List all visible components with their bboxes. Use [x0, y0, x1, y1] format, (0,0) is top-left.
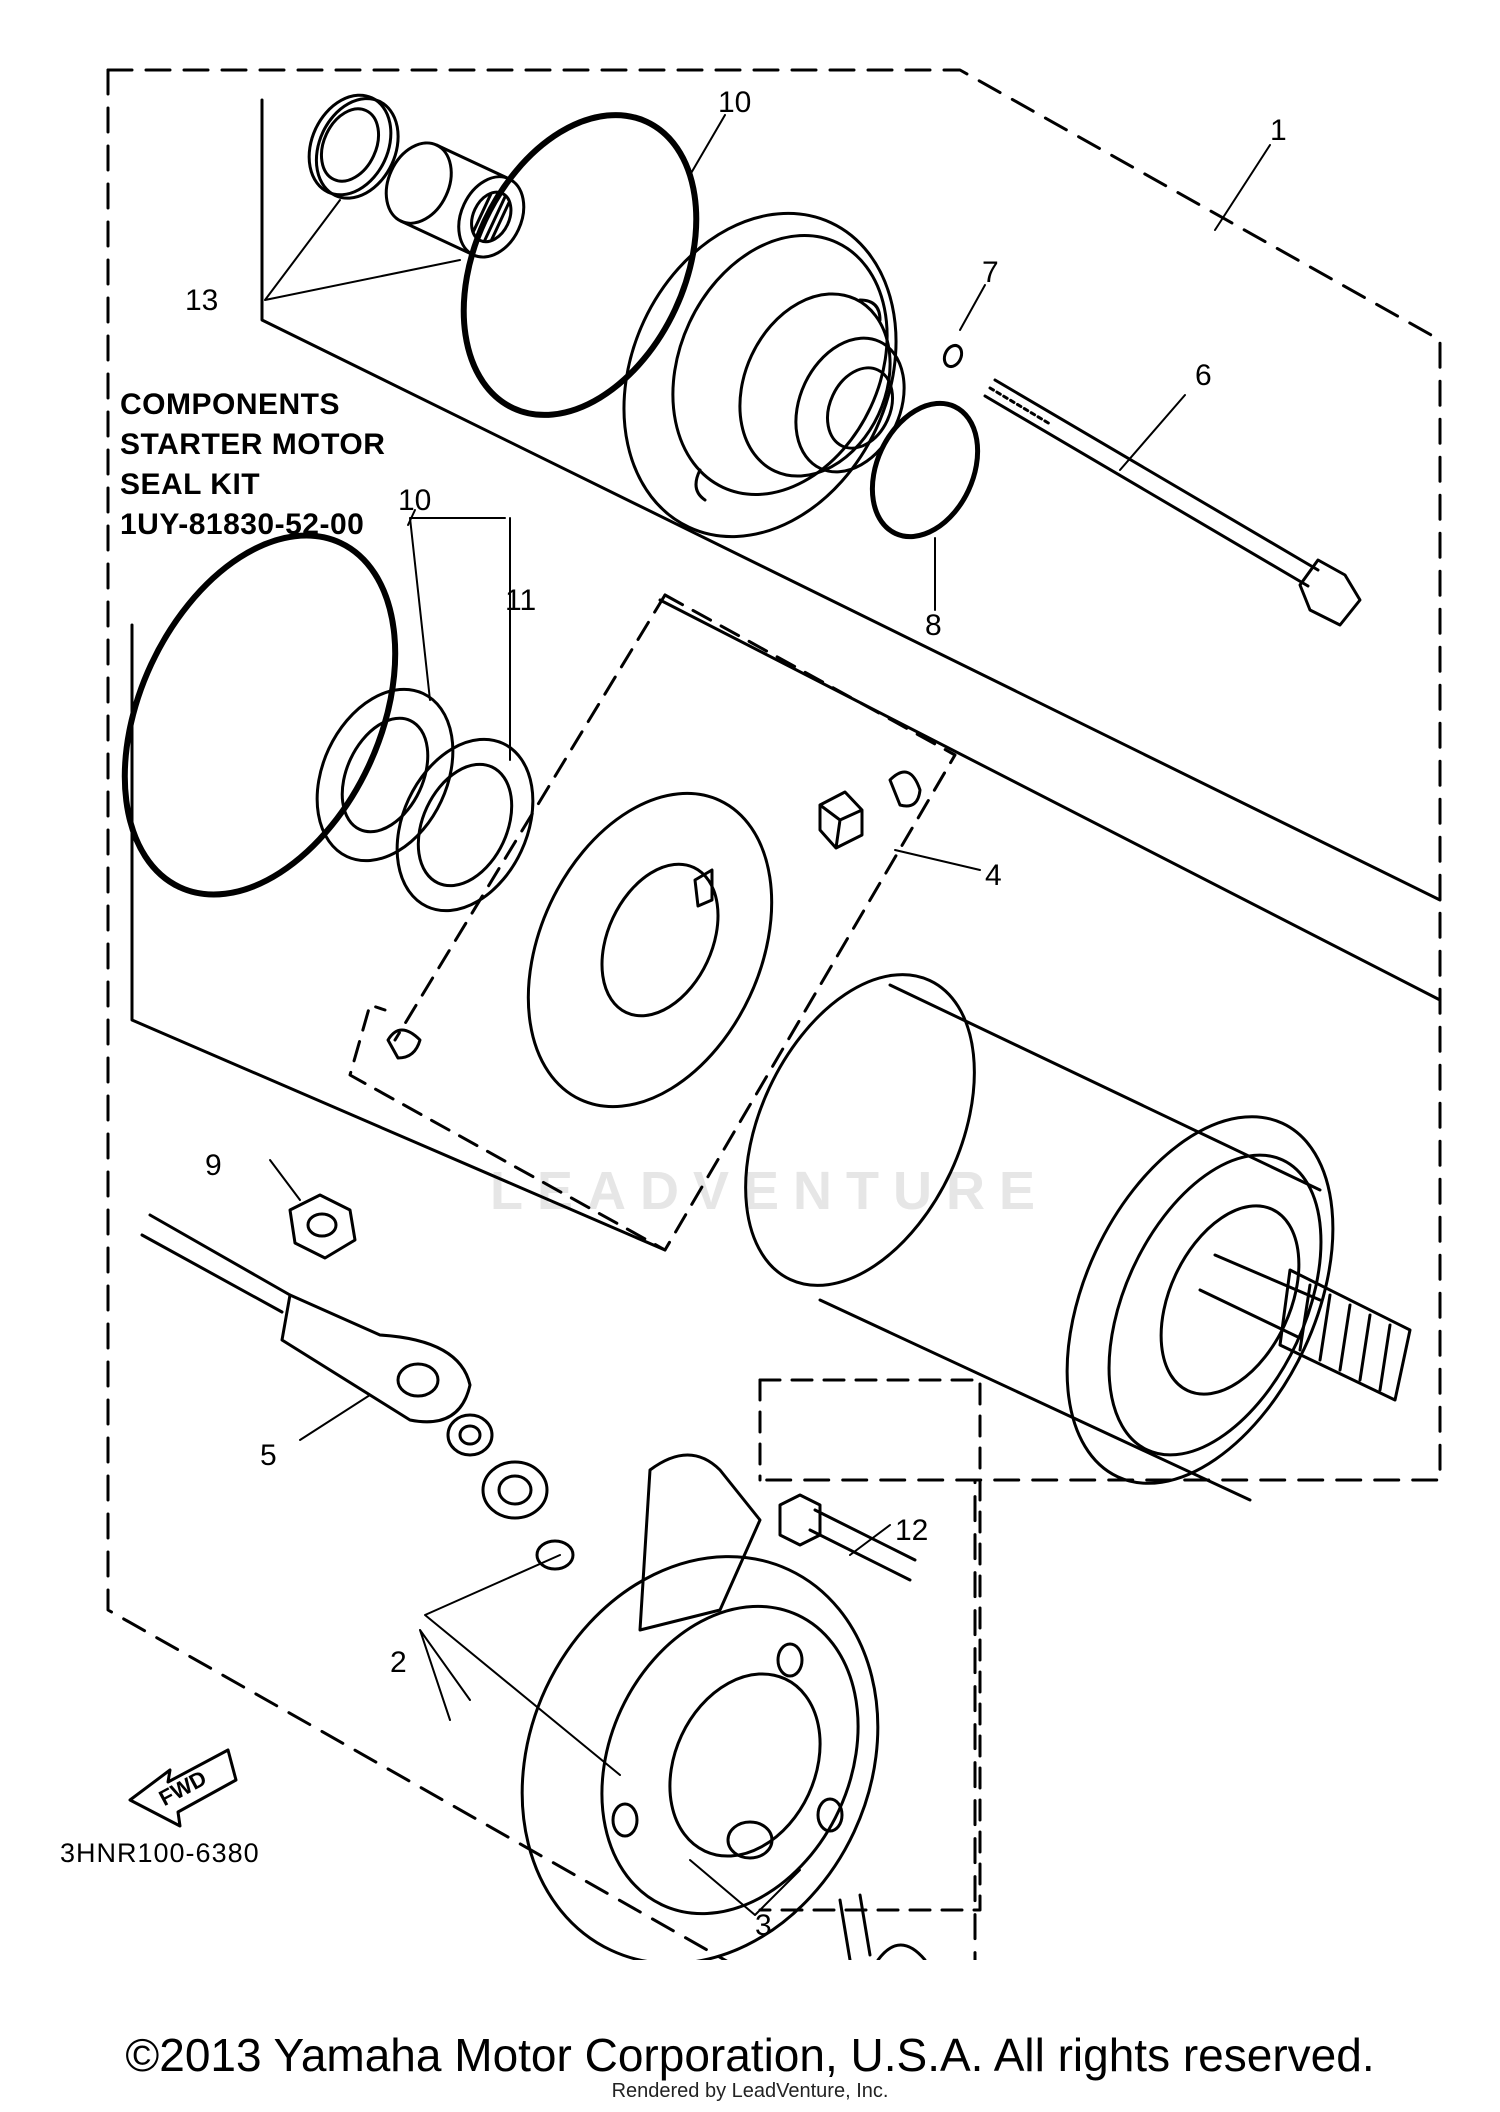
seal-kit-bracket-left	[130, 623, 667, 1252]
part-label-10-left: 10	[398, 484, 431, 517]
oil-seal-ring	[307, 93, 400, 200]
figure-code: 3HNR100-6380	[60, 1838, 260, 1868]
through-bolt	[983, 378, 1362, 627]
hex-nut	[288, 1193, 357, 1260]
o-ring-top	[460, 112, 700, 418]
washers	[315, 687, 535, 913]
part-label-2: 2	[390, 1646, 407, 1679]
kit-note-line-3: SEAL KIT	[120, 468, 261, 501]
kit-note-line-1: COMPONENTS	[120, 388, 341, 421]
part-label-1: 1	[1270, 114, 1287, 147]
front-cover	[622, 211, 906, 539]
o-ring-left	[121, 532, 399, 898]
brush-plate	[526, 791, 774, 1109]
starter-lead	[140, 1213, 472, 1424]
seal-kit-bracket-top	[260, 98, 1442, 902]
needle-bearing	[384, 141, 526, 259]
o-ring-small	[869, 400, 981, 540]
part-label-5: 5	[260, 1439, 277, 1472]
copyright-notice: ©2013 Yamaha Motor Corporation, U.S.A. A…	[125, 2029, 1375, 2081]
fwd-arrow-icon	[128, 1748, 238, 1828]
part-label-6: 6	[1195, 359, 1212, 392]
part-label-8: 8	[925, 609, 942, 642]
fwd-label: FWD	[155, 1765, 211, 1811]
end-cover-dashed	[758, 1378, 982, 1912]
watermark: LEADVENTURE	[490, 1161, 1050, 1221]
part-label-11: 11	[505, 584, 536, 617]
part-label-4: 4	[985, 859, 1002, 892]
brush-group-dashed	[348, 593, 957, 1252]
brush-blocks	[386, 770, 922, 1060]
kit-note-line-2: STARTER MOTOR	[120, 428, 386, 461]
leader-lines	[264, 114, 1271, 1916]
seal-kit-bracket-right	[658, 598, 1442, 1002]
assembly-boundary-dashed	[106, 68, 1442, 1960]
part-label-13: 13	[185, 284, 218, 317]
part-label-10-top: 10	[718, 86, 751, 119]
o-ring-tiny	[942, 343, 964, 369]
bolt-12	[778, 1493, 917, 1582]
part-label-9: 9	[205, 1149, 222, 1182]
terminal-washers	[446, 1413, 927, 1960]
rendered-by-note: Rendered by LeadVenture, Inc.	[611, 2080, 889, 2102]
part-label-3: 3	[755, 1909, 772, 1942]
part-label-7: 7	[982, 256, 999, 289]
kit-note-line-4: 1UY-81830-52-00	[120, 508, 365, 541]
rear-cover	[520, 1453, 880, 1960]
yoke-housing	[744, 973, 1335, 1502]
starter-motor-exploded-diagram: 1 2 3 4 5 6 7 8 9 10 10 11 12 13 FWD	[106, 68, 1442, 1960]
part-label-12: 12	[895, 1514, 928, 1547]
armature-shaft	[1198, 1253, 1412, 1402]
